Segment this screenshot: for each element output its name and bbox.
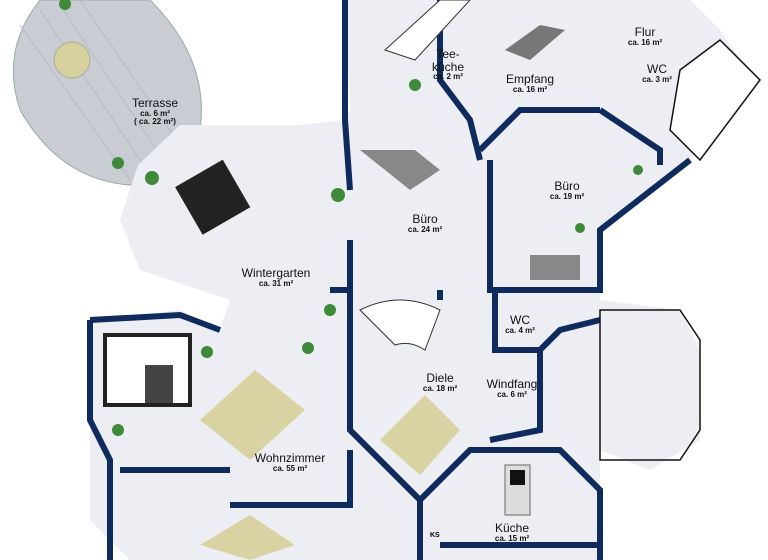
room-area: ca. 2 m² bbox=[433, 72, 463, 82]
cooktop bbox=[510, 470, 525, 485]
room-name: Küche bbox=[494, 521, 530, 535]
room-name: WC bbox=[647, 62, 667, 76]
reception-desk bbox=[505, 25, 565, 60]
room-area: ca. 16 m² bbox=[512, 84, 548, 94]
entrance-landing bbox=[669, 39, 761, 162]
room-area: ca. 16 m² bbox=[627, 37, 663, 47]
room-name: WC bbox=[509, 313, 530, 327]
room-area: ca. 15 m² bbox=[494, 533, 530, 543]
room-area: ca. 4 m² bbox=[505, 325, 535, 335]
room-area: ca. 6 m² bbox=[497, 389, 527, 399]
desk bbox=[360, 150, 440, 190]
rug bbox=[380, 395, 460, 475]
room-area: ca. 19 m² bbox=[549, 191, 585, 201]
room-name: Wintergarten bbox=[241, 266, 311, 280]
room-area-total: ( ca. 22 m²) bbox=[134, 116, 176, 126]
room-name: Diele bbox=[426, 371, 454, 385]
room-area: ca. 55 m² bbox=[272, 463, 308, 473]
desk bbox=[530, 255, 580, 280]
fridge-label: KS bbox=[430, 532, 440, 539]
room-name: Büro bbox=[554, 179, 580, 193]
rug bbox=[200, 515, 295, 560]
bay-window bbox=[599, 309, 701, 461]
walls bbox=[87, 0, 692, 560]
room-area: ca. 31 m² bbox=[258, 278, 294, 288]
room-area: ca. 18 m² bbox=[422, 383, 458, 393]
room-area: ca. 3 m² bbox=[642, 74, 672, 84]
staircase bbox=[359, 0, 471, 351]
room-name: Tee-küche bbox=[431, 47, 465, 74]
room-name: Terrasse bbox=[131, 96, 179, 110]
kitchen-island bbox=[504, 464, 531, 516]
room-area: ca. 6 m² bbox=[140, 108, 170, 118]
room-name: Flur bbox=[634, 25, 656, 39]
rug bbox=[200, 370, 305, 460]
plants bbox=[59, 0, 643, 436]
dining-table bbox=[175, 159, 251, 235]
room-name: Büro bbox=[412, 212, 438, 226]
room-name: Wohnzimmer bbox=[254, 451, 326, 465]
terrace-umbrella bbox=[53, 41, 91, 79]
coffee-table bbox=[145, 365, 173, 403]
room-name: Empfang bbox=[505, 72, 555, 86]
room-area: ca. 24 m² bbox=[407, 224, 443, 234]
room-name: Windfang bbox=[486, 377, 538, 391]
